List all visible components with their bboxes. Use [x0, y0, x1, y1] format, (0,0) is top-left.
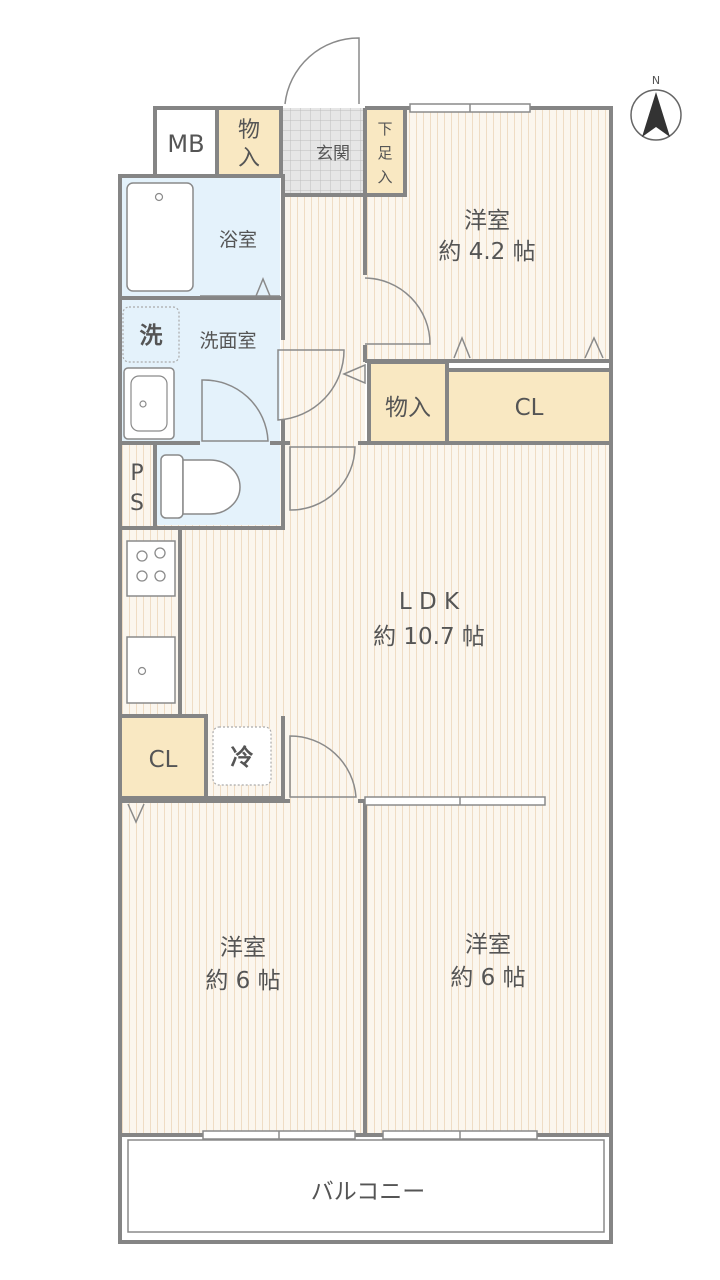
western-se-size: 約 6 帖 — [450, 965, 525, 991]
washer-pan — [122, 306, 180, 363]
windows — [127, 103, 605, 1233]
washroom-door-swing — [277, 349, 345, 421]
storage-mid-door-marker — [342, 363, 366, 385]
shoe-storage-label-2: 足 — [377, 144, 392, 162]
closet-mid-label: CL — [515, 395, 544, 421]
hallway-floor — [281, 195, 365, 443]
western-north-name: 洋室 — [464, 208, 510, 234]
bath-door-marker — [200, 277, 280, 297]
western-se-name: 洋室 — [465, 932, 511, 958]
washroom-label: 洗面室 — [199, 330, 256, 352]
north-room-door-swing — [364, 277, 431, 345]
bathroom-label: 浴室 — [219, 229, 257, 251]
walls — [118, 106, 613, 1244]
window-ldk-south — [364, 796, 546, 806]
closet-kitchen-fill — [120, 716, 206, 798]
toilet-tank — [160, 454, 184, 519]
north-arrow-icon — [642, 92, 670, 137]
sw-room-door-swing — [289, 735, 357, 798]
shoe-storage-label-3: 入 — [377, 168, 392, 186]
western-room-se-floor — [365, 801, 611, 1135]
kitchen-sink — [126, 636, 176, 704]
mb-label: MB — [167, 130, 204, 158]
storage-mid-fill — [369, 362, 447, 443]
storage-entrance-label-2: 入 — [238, 146, 260, 171]
balcony-label: バルコニー — [311, 1179, 426, 1205]
washroom-inner-door-swing — [201, 379, 269, 442]
western-north-size: 約 4.2 帖 — [438, 239, 535, 265]
doors — [127, 37, 604, 824]
genkan-floor — [283, 108, 365, 195]
fridge-space — [212, 726, 272, 786]
shoe-storage-label-1: 下 — [377, 120, 392, 138]
bathtub — [126, 182, 194, 292]
closet-kitchen-door-marker — [127, 803, 145, 824]
closet-door-marker-left — [453, 335, 471, 359]
north-compass: N — [630, 74, 682, 141]
closet-kitchen-label: CL — [149, 747, 178, 773]
fridge-mark-label: 冷 — [231, 744, 254, 771]
storage-entrance-fill — [217, 108, 281, 176]
closet-mid-fill — [447, 370, 611, 443]
ps-label-p: P — [130, 461, 143, 486]
washer-mark-label: 洗 — [140, 323, 163, 349]
ps-label-s: S — [130, 491, 144, 516]
stove — [126, 540, 176, 597]
room-labels: MB 物 入 玄関 下 足 入 浴室 洗 洗面室 P S 洋室 約 4.2 帖 … — [130, 118, 544, 1205]
toilet-bowl — [182, 459, 241, 515]
shoe-storage-fill — [365, 108, 405, 195]
western-sw-size: 約 6 帖 — [205, 968, 280, 994]
fixtures — [122, 182, 272, 786]
storage-entrance-label: 物 — [238, 118, 260, 143]
western-sw-name: 洋室 — [220, 935, 266, 961]
western-room-sw-floor — [120, 801, 365, 1135]
balcony-floor — [120, 1135, 611, 1242]
entrance-door-swing — [284, 37, 360, 105]
floor-fills — [120, 108, 611, 1242]
toilet-door-swing — [289, 446, 356, 511]
storage-mid-label: 物入 — [385, 395, 431, 421]
genkan-label: 玄関 — [316, 144, 350, 164]
closet-door-marker-right — [584, 336, 604, 359]
ldk-name: L D K — [399, 589, 460, 615]
balcony-inner-rail — [127, 1139, 605, 1233]
ldk-size: 約 10.7 帖 — [373, 624, 485, 650]
compass-label: N — [652, 74, 660, 87]
washbasin — [123, 367, 175, 440]
